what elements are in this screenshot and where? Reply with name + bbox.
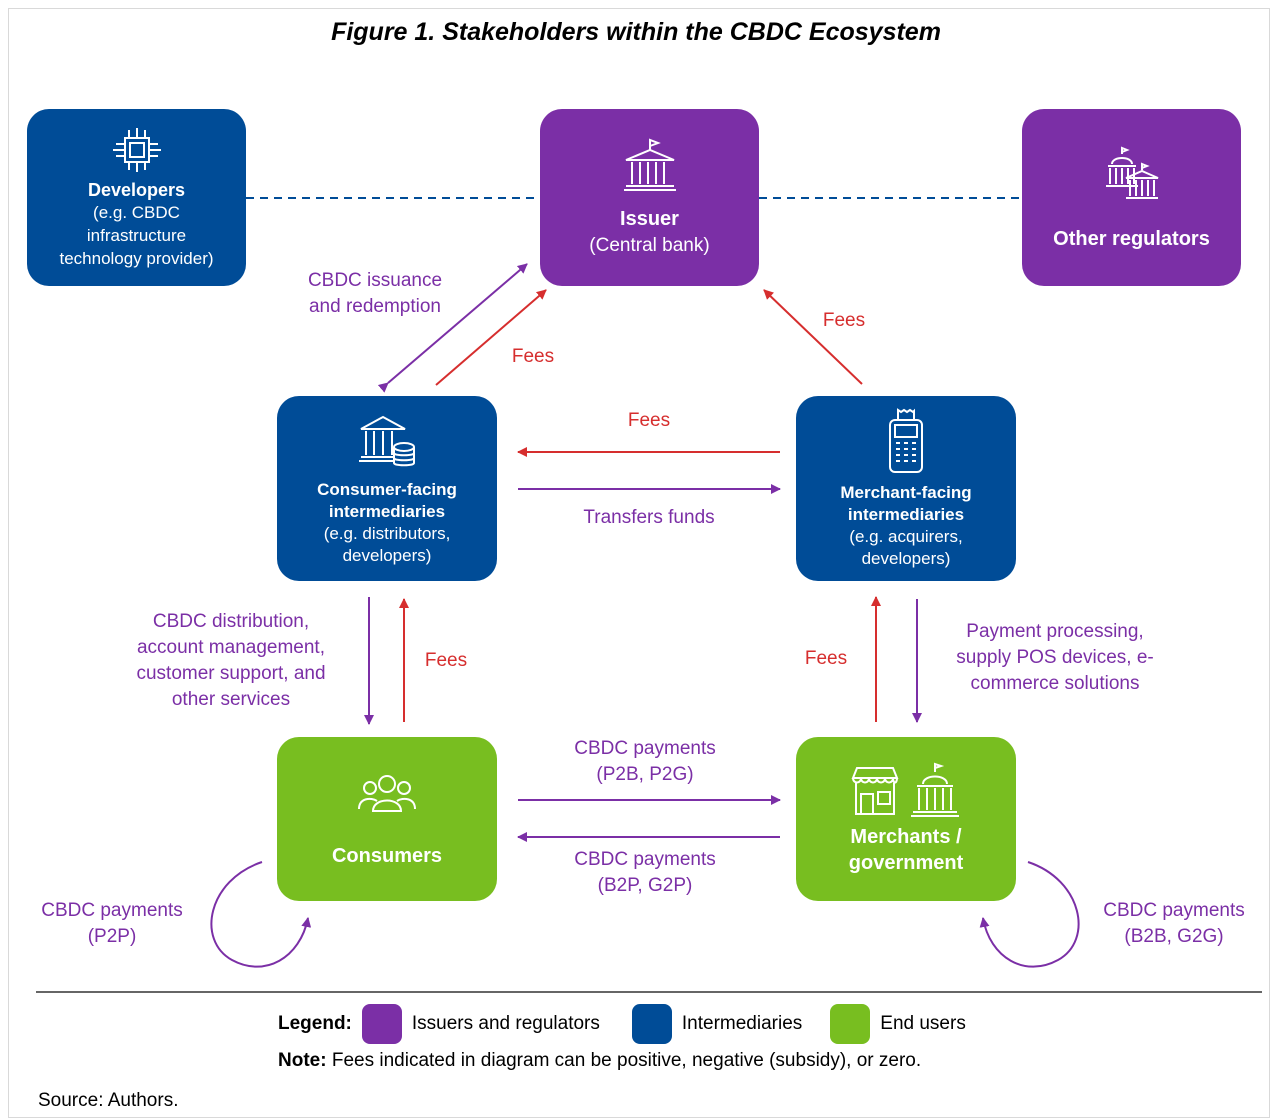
merchants-title: Merchants / government xyxy=(848,826,964,874)
chip-icon xyxy=(110,126,164,174)
consumers-title: Consumers xyxy=(331,844,443,867)
figure-title: Figure 1. Stakeholders within the CBDC E… xyxy=(331,18,941,46)
label-b2b: CBDC payments (B2B, G2G) xyxy=(1103,900,1245,947)
regulators-node: Other regulators xyxy=(1022,109,1241,286)
regulators-title: Other regulators xyxy=(1053,228,1210,250)
bank-coins-icon xyxy=(357,411,417,469)
government-buildings-icon xyxy=(1100,144,1164,202)
developers-title: Developers xyxy=(87,179,186,200)
legend: Legend: Issuers and regulators Intermedi… xyxy=(278,1004,966,1044)
note: Note: Fees indicated in diagram can be p… xyxy=(278,1050,921,1072)
bank-icon xyxy=(620,138,680,194)
issuer-node: Issuer (Central bank) xyxy=(540,109,759,286)
consumer-intermediaries-title: Consumer-facing intermediaries xyxy=(317,479,457,521)
legend-swatch-end-users xyxy=(830,1004,871,1044)
people-icon xyxy=(355,771,419,815)
label-p2b: CBDC payments (P2B, P2G) xyxy=(574,738,716,785)
label-transfers: Transfers funds xyxy=(583,507,715,528)
store-government-icon xyxy=(847,762,965,818)
developers-node: Developers (e.g. CBDC infrastructure tec… xyxy=(27,109,246,286)
label-fees-mi-ci: Fees xyxy=(627,410,671,431)
label-processing: Payment processing, supply POS devices, … xyxy=(956,621,1154,694)
legend-label-issuers: Issuers and regulators xyxy=(411,1013,600,1034)
label-fees-ci-issuer: Fees xyxy=(511,346,555,367)
legend-heading: Legend: xyxy=(278,1013,352,1034)
merchant-intermediaries-node: Merchant-facing intermediaries (e.g. acq… xyxy=(796,396,1016,581)
issuer-title: Issuer xyxy=(620,208,679,230)
issuer-desc: (Central bank) xyxy=(589,235,710,256)
legend-label-end-users: End users xyxy=(880,1013,966,1034)
merchants-node: Merchants / government xyxy=(796,737,1016,901)
source: Source: Authors. xyxy=(38,1090,179,1111)
merchant-intermediaries-title: Merchant-facing intermediaries xyxy=(840,482,972,524)
developers-desc: (e.g. CBDC infrastructure technology pro… xyxy=(59,202,214,268)
arrow-fees-ci-issuer xyxy=(435,289,547,386)
label-distribution: CBDC distribution, account management, c… xyxy=(136,611,326,710)
figure-frame xyxy=(8,8,1270,1118)
note-text: Fees indicated in diagram can be positiv… xyxy=(331,1050,922,1071)
arrow-issuance-redemption xyxy=(377,263,528,393)
note-heading: Note: xyxy=(278,1050,327,1071)
consumer-intermediaries-desc: (e.g. distributors, developers) xyxy=(323,523,451,565)
consumers-node: Consumers xyxy=(277,737,497,901)
legend-label-intermediaries: Intermediaries xyxy=(681,1013,803,1034)
arrow-fees-mi-issuer xyxy=(763,289,863,385)
pos-terminal-icon xyxy=(884,407,928,474)
label-b2p: CBDC payments (B2P, G2P) xyxy=(574,849,716,896)
consumer-intermediaries-node: Consumer-facing intermediaries (e.g. dis… xyxy=(277,396,497,581)
loop-b2b xyxy=(979,861,1080,968)
label-issuance: CBDC issuance and redemption xyxy=(307,270,443,317)
legend-swatch-issuers xyxy=(361,1004,402,1044)
label-fees-mi-issuer: Fees xyxy=(822,310,866,331)
loop-p2p xyxy=(210,861,312,968)
legend-swatch-intermediaries xyxy=(631,1004,672,1044)
merchant-intermediaries-desc: (e.g. acquirers, developers) xyxy=(849,526,963,568)
label-fees-merch-mi: Fees xyxy=(804,648,848,669)
label-fees-cons-ci: Fees xyxy=(424,650,468,671)
label-p2p: CBDC payments (P2P) xyxy=(41,900,183,947)
